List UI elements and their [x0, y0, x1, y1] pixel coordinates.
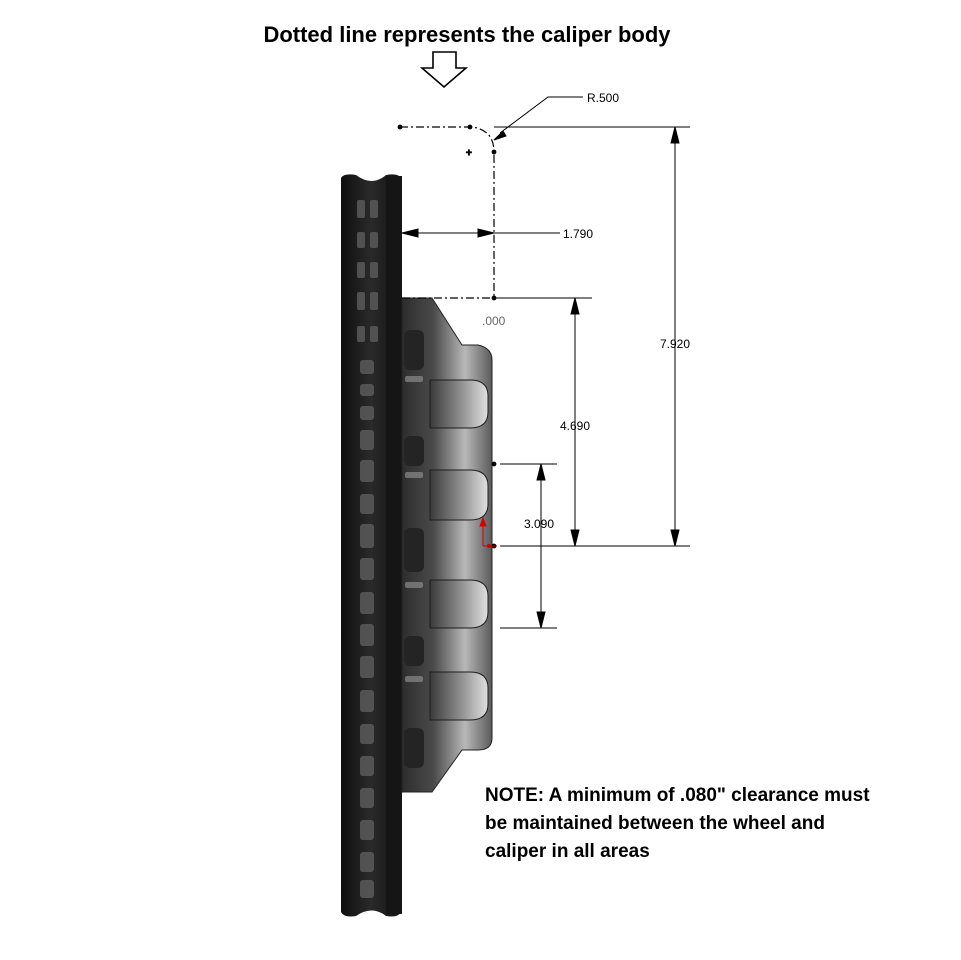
- lower-height-label: 3.090: [524, 517, 554, 531]
- caliper-body: [401, 297, 493, 793]
- note-line-2: be maintained between the wheel and: [485, 813, 825, 834]
- clearance-note: NOTE: A minimum of .080" clearance must …: [485, 782, 925, 866]
- radius-callout: [493, 96, 583, 141]
- note-line-1: NOTE: A minimum of .080" clearance must: [485, 785, 870, 806]
- origin-marker: [479, 516, 497, 548]
- offset-label: 1.790: [563, 227, 593, 241]
- offset-dimension: [401, 228, 560, 238]
- zero-label: .000: [482, 314, 506, 328]
- page-title: Dotted line represents the caliper body: [263, 22, 671, 47]
- center-mark: +: [466, 148, 472, 159]
- lower-height-dimension: [500, 463, 557, 629]
- mid-height-label: 4.690: [560, 419, 590, 433]
- down-arrow-outline-icon: [419, 51, 469, 89]
- mid-height-dimension: [570, 297, 580, 547]
- caliper-outline-dotted: +: [397, 124, 497, 549]
- radius-label: R.500: [587, 91, 619, 105]
- overall-height-label: 7.920: [660, 337, 690, 351]
- overall-height-dimension: [494, 126, 690, 547]
- caliper-piston-lobes: [429, 379, 489, 721]
- rim-spoke-slots: [357, 200, 378, 898]
- caliper-bridge-pockets: [404, 330, 424, 768]
- note-line-3: caliper in all areas: [485, 841, 650, 862]
- wheel-rim: [341, 174, 402, 917]
